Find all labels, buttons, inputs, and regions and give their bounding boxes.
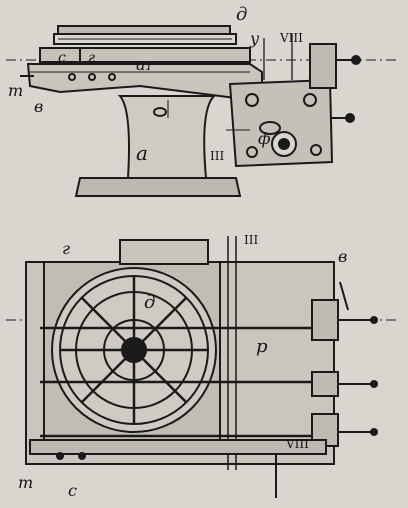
label-a1-top: а₁	[136, 55, 152, 74]
label-iii-bottom: III	[244, 233, 258, 247]
label-u-top: у	[249, 29, 260, 48]
label-d-bottom: д	[144, 292, 155, 313]
label-g-top: г	[88, 50, 95, 66]
label-a-top: а	[136, 141, 148, 165]
label-v-bottom: в	[338, 247, 347, 266]
label-p-bottom: р	[256, 336, 268, 357]
side-elevation-view	[6, 25, 396, 197]
label-t-bottom: т	[18, 473, 33, 492]
label-viii-top: VIII	[279, 31, 303, 45]
label-s-bottom: с	[68, 481, 77, 500]
label-t-top: т	[8, 81, 23, 100]
label-g-bottom: г	[62, 239, 70, 258]
label-viii-bottom: VIII	[285, 437, 309, 451]
label-group-top: д у VIII с г а₁ т в а III ф	[8, 4, 303, 165]
label-iii-top: III	[210, 149, 224, 163]
label-s-top: с	[58, 50, 66, 66]
plan-view	[6, 236, 396, 498]
label-group-bottom: г III в д р т с VIII	[18, 233, 347, 500]
label-f-top: ф	[258, 129, 271, 148]
label-d-top: д	[236, 4, 247, 25]
label-v-top: в	[34, 97, 43, 116]
